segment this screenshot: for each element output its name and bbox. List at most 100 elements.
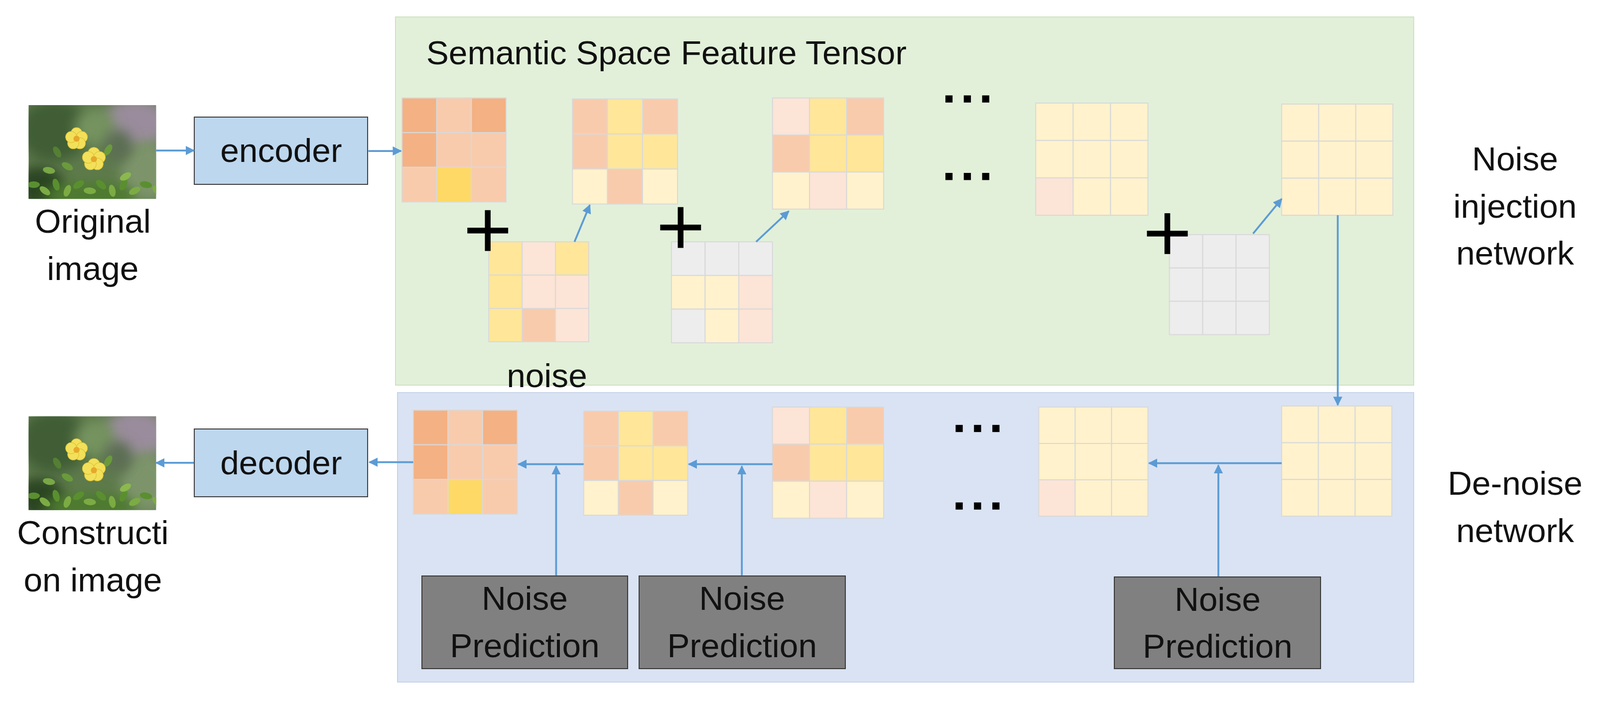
tensor-cell (1354, 479, 1392, 517)
tensor-cell (1355, 104, 1393, 141)
tensor-cell (1318, 442, 1356, 480)
photo-leaf (42, 477, 56, 486)
tensor-cell (1074, 443, 1112, 480)
photo-blur (103, 105, 157, 149)
photo-leaf (118, 481, 133, 494)
photo-leaf (102, 454, 115, 469)
photo-leaf (94, 489, 108, 503)
photo-leaf (51, 488, 61, 503)
tensor-cell (846, 406, 884, 444)
photo-blur (28, 166, 65, 200)
photo-leaf (118, 177, 130, 192)
tensor-cell (436, 167, 472, 203)
tensor-cell (447, 409, 483, 445)
photo-background (28, 415, 156, 510)
photo-blur (104, 440, 133, 474)
photo-blur (120, 140, 157, 200)
feature-tensor (572, 99, 678, 205)
photo-leaf (102, 142, 115, 157)
feature-tensor (583, 410, 688, 516)
tensor-cell (704, 241, 739, 276)
flow-connector (155, 461, 194, 464)
ellipsis-dot (955, 424, 963, 432)
tensor-cell (1281, 405, 1319, 443)
photo-leaf (139, 180, 153, 189)
photo-blur (43, 182, 136, 200)
band-title: Noise injection network (1433, 135, 1598, 277)
photo-leaf (37, 495, 52, 509)
process-box: encoder (193, 116, 369, 185)
tensor-cell (772, 406, 810, 444)
feature-tensor (1281, 405, 1392, 517)
feature-tensor (1035, 103, 1148, 216)
photo-leaf (150, 183, 156, 198)
tensor-cell (1111, 406, 1148, 444)
tensor-cell (555, 274, 589, 309)
flow-arrow (1336, 215, 1339, 405)
photo-leaf (94, 178, 108, 192)
process-box: decoder (193, 428, 369, 497)
flower-petal (70, 127, 83, 139)
tensor-cell (653, 480, 688, 516)
tensor-cell (401, 132, 437, 168)
flower-petal (76, 442, 88, 454)
flower (82, 458, 106, 481)
ellipsis-dot (992, 502, 1000, 510)
flower (65, 127, 88, 149)
photo-blur (103, 415, 157, 460)
tensor-cell (488, 274, 523, 309)
tensor-cell (447, 444, 483, 480)
tensor-cell (482, 409, 518, 445)
feature-tensor (1038, 406, 1148, 517)
tensor-cell (607, 99, 643, 134)
tensor-cell (738, 241, 773, 276)
tensor-cell (1169, 234, 1203, 268)
tensor-cell (618, 445, 654, 481)
photo-leaf (28, 492, 40, 500)
photo-leaf (51, 177, 61, 192)
tensor-cell (1318, 479, 1356, 517)
tensor-cell (772, 481, 810, 519)
photo-blur (43, 493, 136, 511)
flower-photo (28, 415, 156, 510)
plus-bar (484, 210, 491, 252)
tensor-cell (1111, 443, 1148, 480)
tensor-cell (1110, 103, 1148, 141)
flower-petal (76, 131, 88, 143)
plus-bar (677, 207, 684, 249)
photo-blur (74, 420, 116, 458)
noise-tensor (488, 241, 589, 342)
flower-petal (67, 448, 80, 461)
ellipsis-dot (963, 95, 971, 103)
network-band: De-noise networkNoise PredictionNoise Pr… (397, 392, 1415, 683)
tensor-cell (413, 444, 449, 480)
tensor-cell (1354, 442, 1392, 480)
feature-tensor (1281, 104, 1393, 216)
tensor-cell (642, 99, 678, 134)
tensor-cell (488, 241, 523, 275)
tensor-cell (1074, 406, 1112, 444)
photo-leaf (71, 178, 86, 191)
tensor-cell (671, 275, 706, 310)
tensor-cell (1318, 140, 1356, 178)
plus-bar (467, 227, 509, 234)
plus-bar (1164, 213, 1171, 255)
photo-blur (28, 415, 90, 473)
tensor-cell (704, 275, 739, 310)
tensor-cell (413, 479, 449, 515)
tensor-cell (522, 308, 556, 342)
photo-leaf (71, 489, 86, 502)
ellipsis-dot (992, 424, 1000, 432)
tensor-cell (1169, 301, 1203, 335)
photo-blur (28, 477, 65, 511)
tensor-cell (1074, 479, 1112, 517)
photo-leaf (51, 456, 64, 471)
flow-arrow (740, 466, 743, 576)
tensor-cell (809, 98, 847, 135)
tensor-cell (1318, 178, 1356, 216)
flow-arrow (518, 463, 584, 466)
photo-leaf (118, 170, 133, 183)
tensor-cell (572, 133, 608, 169)
flower-petal (93, 462, 106, 475)
photo-leaf (83, 498, 97, 506)
